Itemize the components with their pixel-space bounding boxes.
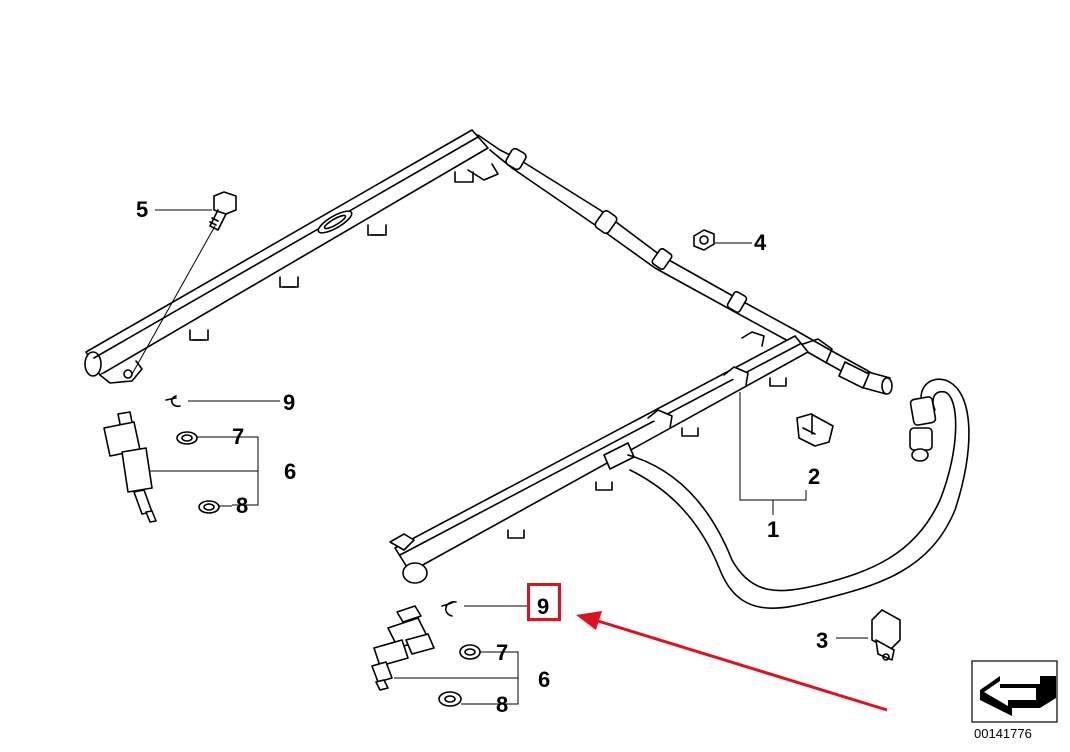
highlight-box	[527, 583, 561, 621]
callout-6-upper: 6	[284, 459, 297, 484]
oring-part-8-lower	[438, 691, 462, 707]
upper-fuel-rail	[84, 129, 499, 384]
callout-7-upper: 7	[232, 424, 245, 449]
callout-1: 1	[767, 517, 780, 542]
callout-4: 4	[754, 230, 767, 255]
leader-lines	[130, 209, 868, 705]
page-corner-arrow-icon	[971, 660, 1058, 723]
diagram-number: 00141776	[974, 726, 1032, 741]
callout-3: 3	[816, 628, 829, 653]
callout-7-lower: 7	[496, 640, 509, 665]
clip-part-9-upper	[165, 395, 181, 408]
clip-part-2	[796, 413, 834, 447]
callout-9-upper: 9	[283, 390, 296, 415]
injector-lower	[371, 605, 435, 691]
injector-upper	[103, 411, 157, 523]
nut-part-4	[693, 229, 715, 251]
crossover-fuel-line	[477, 134, 893, 395]
feed-hose	[627, 378, 970, 609]
callout-8-upper: 8	[236, 493, 249, 518]
oring-part-7-upper	[176, 431, 198, 445]
red-pointer-arrow	[576, 611, 888, 712]
connector-part-3	[871, 609, 901, 661]
oring-part-8-upper	[198, 500, 220, 514]
callout-2: 2	[808, 464, 821, 489]
callout-6-lower: 6	[538, 667, 551, 692]
lower-fuel-rail	[389, 331, 809, 584]
oring-part-7-lower	[459, 644, 481, 660]
callout-9-highlighted: 9	[537, 594, 550, 619]
clip-part-9-lower	[441, 600, 457, 617]
callout-8-lower: 8	[496, 692, 509, 717]
callout-5: 5	[136, 197, 149, 222]
bolt-part-5	[209, 191, 237, 231]
